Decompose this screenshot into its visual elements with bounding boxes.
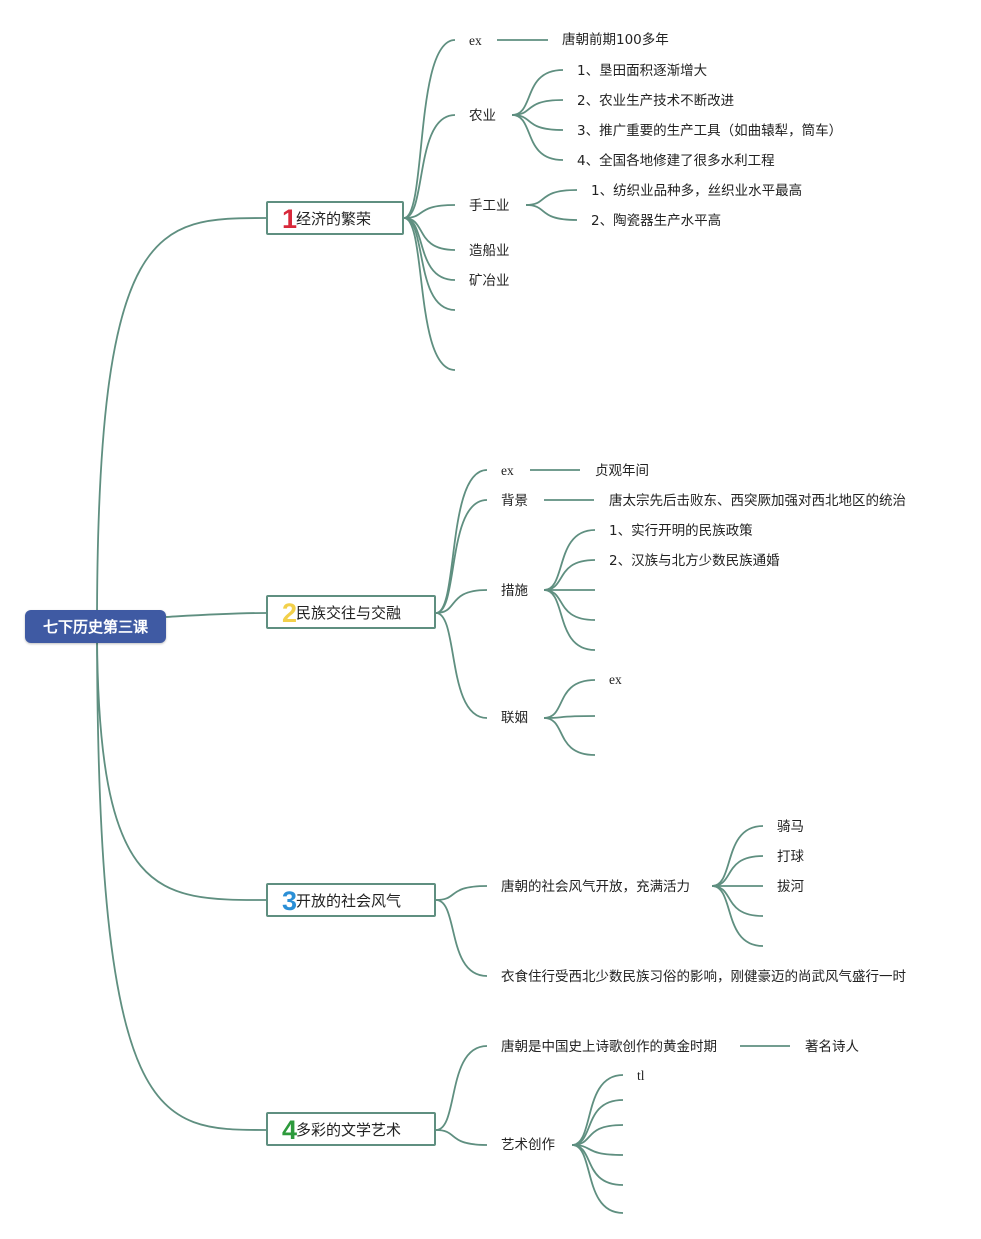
root-topic[interactable]: 七下历史第三课 bbox=[25, 610, 166, 643]
ethnic-ex-note[interactable]: 贞观年间 bbox=[595, 463, 649, 479]
poetry-label[interactable]: 唐朝是中国史上诗歌创作的黄金时期 bbox=[501, 1039, 717, 1055]
ethnic-branch bbox=[435, 469, 488, 614]
root-to-ethnic-line bbox=[165, 612, 267, 618]
economy-branch bbox=[403, 217, 456, 371]
agriculture-item[interactable]: 3、推广重要的生产工具（如曲辕犁，筒车） bbox=[577, 123, 843, 139]
marriage-branch bbox=[543, 679, 596, 719]
root-title: 七下历史第三课 bbox=[42, 618, 148, 636]
topic-economy-label: 经济的繁荣 bbox=[296, 209, 372, 228]
economy-ex-label[interactable]: ex bbox=[469, 33, 482, 48]
economy-branch bbox=[403, 39, 456, 219]
topic-open-society-label: 开放的社会风气 bbox=[296, 891, 402, 910]
topic-ethnic-exchange[interactable]: 2 民族交往与交融 bbox=[266, 595, 436, 629]
mining-label[interactable]: 矿冶业 bbox=[469, 273, 510, 289]
marriage-label[interactable]: 联姻 bbox=[501, 710, 528, 726]
open-society-item[interactable]: 骑马 bbox=[777, 819, 804, 835]
open-society-label[interactable]: 唐朝的社会风气开放，充满活力 bbox=[501, 879, 690, 895]
society-branch bbox=[435, 885, 488, 901]
handicraft-item[interactable]: 1、纺织业品种多，丝织业水平最高 bbox=[591, 183, 803, 199]
marriage-item[interactable]: ex bbox=[609, 672, 622, 687]
economy-branch bbox=[403, 217, 456, 311]
economy-ex-note[interactable]: 唐朝前期100多年 bbox=[562, 32, 669, 48]
clothing-note[interactable]: 衣食住行受西北少数民族习俗的影响，刚健豪迈的尚武风气盛行一时 bbox=[501, 969, 906, 985]
agriculture-item[interactable]: 1、垦田面积逐渐增大 bbox=[577, 63, 708, 79]
number-three-icon: 3 bbox=[282, 886, 298, 916]
open-society-branch bbox=[711, 855, 764, 887]
measures-branch bbox=[543, 559, 596, 591]
literature-branch bbox=[435, 1129, 488, 1146]
literature-branch bbox=[435, 1045, 488, 1131]
agriculture-label[interactable]: 农业 bbox=[469, 108, 496, 124]
measures-branch bbox=[543, 589, 596, 651]
root-to-society-line bbox=[96, 625, 267, 901]
handicraft-branch bbox=[525, 189, 578, 206]
handicraft-label[interactable]: 手工业 bbox=[469, 198, 510, 214]
ethnic-branch bbox=[435, 612, 488, 719]
root-to-economy-line bbox=[96, 217, 267, 627]
economy-branch bbox=[403, 114, 456, 219]
topic-literature-art-label: 多彩的文学艺术 bbox=[296, 1120, 402, 1139]
agriculture-item[interactable]: 4、全国各地修建了很多水利工程 bbox=[577, 153, 775, 169]
agriculture-branch bbox=[511, 114, 564, 161]
open-society-branch bbox=[711, 885, 764, 947]
art-item[interactable]: tl bbox=[637, 1068, 645, 1083]
ethnic-ex-label[interactable]: ex bbox=[501, 463, 514, 478]
agriculture-item[interactable]: 2、农业生产技术不断改进 bbox=[577, 93, 735, 109]
measures-label[interactable]: 措施 bbox=[501, 583, 528, 599]
measures-item[interactable]: 2、汉族与北方少数民族通婚 bbox=[609, 553, 780, 569]
art-branch bbox=[571, 1074, 624, 1146]
background-note[interactable]: 唐太宗先后击败东、西突厥加强对西北地区的统治 bbox=[609, 493, 906, 509]
handicraft-item[interactable]: 2、陶瓷器生产水平高 bbox=[591, 213, 722, 229]
topic-open-society[interactable]: 3 开放的社会风气 bbox=[266, 883, 436, 917]
root-to-literature-line bbox=[96, 625, 267, 1131]
measures-item[interactable]: 1、实行开明的民族政策 bbox=[609, 523, 753, 539]
number-one-icon: 1 bbox=[282, 204, 298, 234]
art-branch bbox=[571, 1144, 624, 1186]
art-branch bbox=[571, 1144, 624, 1214]
number-four-icon: 4 bbox=[282, 1115, 298, 1145]
ethnic-branch bbox=[435, 499, 488, 614]
topic-ethnic-exchange-label: 民族交往与交融 bbox=[296, 603, 402, 622]
handicraft-branch bbox=[525, 204, 578, 221]
measures-branch bbox=[543, 589, 596, 621]
economy-branch bbox=[403, 204, 456, 219]
number-two-icon: 2 bbox=[282, 598, 298, 628]
open-society-branch bbox=[711, 885, 764, 917]
background-label[interactable]: 背景 bbox=[501, 493, 528, 509]
open-society-branch bbox=[711, 825, 764, 887]
open-society-item[interactable]: 打球 bbox=[777, 849, 804, 865]
open-society-item[interactable]: 拔河 bbox=[777, 879, 804, 895]
ethnic-branch bbox=[435, 589, 488, 614]
society-branch bbox=[435, 899, 488, 977]
topic-literature-art[interactable]: 4 多彩的文学艺术 bbox=[266, 1112, 436, 1146]
poetry-note[interactable]: 著名诗人 bbox=[805, 1039, 859, 1055]
agriculture-branch bbox=[511, 69, 564, 116]
shipbuilding-label[interactable]: 造船业 bbox=[469, 243, 510, 259]
marriage-branch bbox=[543, 717, 596, 756]
measures-branch bbox=[543, 529, 596, 591]
topic-economy[interactable]: 1 经济的繁荣 bbox=[266, 201, 404, 235]
art-branch bbox=[571, 1099, 624, 1146]
art-label[interactable]: 艺术创作 bbox=[501, 1137, 555, 1153]
